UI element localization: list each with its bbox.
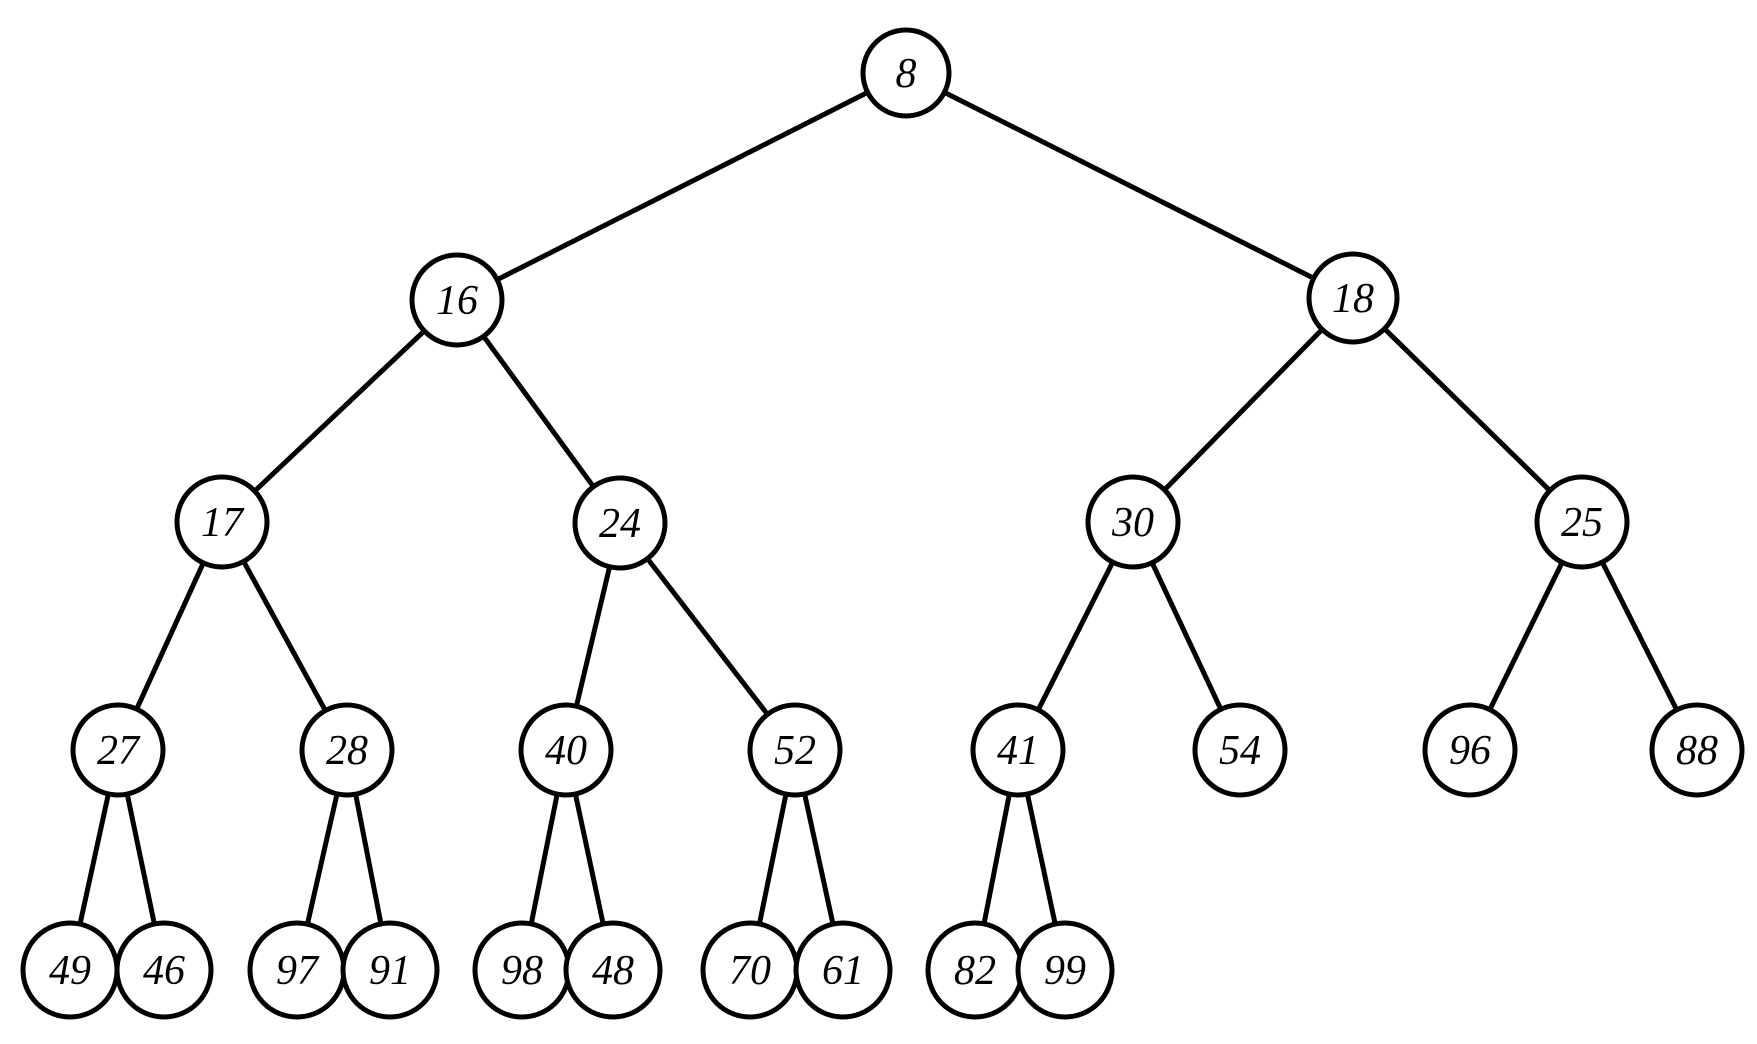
tree-node-99[interactable]: 99 xyxy=(1015,920,1115,1020)
tree-edge-16-17 xyxy=(252,328,427,494)
tree-node-27[interactable]: 27 xyxy=(70,702,166,798)
tree-node-52[interactable]: 52 xyxy=(747,702,843,798)
tree-edge-24-40 xyxy=(573,564,613,709)
tree-node-88[interactable]: 88 xyxy=(1649,702,1745,798)
tree-node-8[interactable]: 8 xyxy=(860,27,952,119)
node-circle-54 xyxy=(1192,702,1288,798)
tree-edge-30-54 xyxy=(1149,560,1224,712)
node-label-18: 18 xyxy=(1332,276,1374,322)
node-circle-28 xyxy=(299,702,395,798)
tree-node-30[interactable]: 30 xyxy=(1085,474,1181,570)
tree-node-41[interactable]: 41 xyxy=(970,702,1066,798)
node-circle-46 xyxy=(114,920,214,1020)
tree-node-98[interactable]: 98 xyxy=(472,920,572,1020)
tree-edge-25-96 xyxy=(1487,559,1565,713)
node-circle-8 xyxy=(860,27,952,119)
nodes-layer: 8 16 18 17 24 30 25 27 28 40 52 41 54 96 88 49 46 97 91 98 4… xyxy=(20,27,1745,1020)
node-label-8: 8 xyxy=(896,51,917,97)
tree-edge-17-28 xyxy=(241,558,328,714)
node-label-24: 24 xyxy=(599,501,641,547)
tree-node-49[interactable]: 49 xyxy=(20,920,120,1020)
tree-node-18[interactable]: 18 xyxy=(1306,251,1400,345)
node-circle-25 xyxy=(1534,474,1630,570)
node-circle-40 xyxy=(518,702,614,798)
tree-edge-8-18 xyxy=(941,89,1317,281)
tree-edge-40-98 xyxy=(528,791,560,927)
tree-edge-24-52 xyxy=(644,556,771,717)
node-label-91: 91 xyxy=(369,948,411,994)
tree-node-48[interactable]: 48 xyxy=(563,920,663,1020)
tree-node-70[interactable]: 70 xyxy=(700,920,800,1020)
tree-edge-41-82 xyxy=(981,791,1012,927)
tree-edge-18-25 xyxy=(1381,326,1553,494)
node-circle-18 xyxy=(1306,251,1400,345)
node-label-30: 30 xyxy=(1111,500,1154,546)
tree-node-25[interactable]: 25 xyxy=(1534,474,1630,570)
node-label-16: 16 xyxy=(436,278,478,324)
tree-edge-41-99 xyxy=(1024,791,1058,927)
tree-edge-28-91 xyxy=(353,791,384,927)
node-circle-16 xyxy=(409,252,505,348)
edges-layer xyxy=(77,89,1680,927)
tree-edge-27-46 xyxy=(124,791,157,927)
node-circle-27 xyxy=(70,702,166,798)
node-circle-52 xyxy=(747,702,843,798)
tree-node-28[interactable]: 28 xyxy=(299,702,395,798)
node-circle-24 xyxy=(572,475,668,571)
tree-edge-8-16 xyxy=(494,89,871,283)
node-label-41: 41 xyxy=(997,728,1039,774)
tree-node-91[interactable]: 91 xyxy=(340,920,440,1020)
tree-edge-40-48 xyxy=(572,791,606,927)
tree-edge-16-24 xyxy=(481,333,596,490)
node-label-28: 28 xyxy=(326,728,368,774)
node-circle-88 xyxy=(1649,702,1745,798)
node-circle-41 xyxy=(970,702,1066,798)
tree-node-96[interactable]: 96 xyxy=(1422,702,1518,798)
node-label-97: 97 xyxy=(276,948,320,994)
tree-edge-28-97 xyxy=(304,791,340,927)
node-circle-17 xyxy=(174,474,270,570)
tree-node-16[interactable]: 16 xyxy=(409,252,505,348)
node-circle-91 xyxy=(340,920,440,1020)
tree-node-24[interactable]: 24 xyxy=(572,475,668,571)
node-label-99: 99 xyxy=(1044,948,1086,994)
node-label-49: 49 xyxy=(49,948,91,994)
node-label-82: 82 xyxy=(954,948,996,994)
tree-edge-25-88 xyxy=(1599,559,1680,713)
node-label-27: 27 xyxy=(97,728,141,774)
tree-node-97[interactable]: 97 xyxy=(247,920,347,1020)
node-label-48: 48 xyxy=(592,948,634,994)
node-label-88: 88 xyxy=(1676,728,1718,774)
tree-edge-17-27 xyxy=(134,560,206,712)
node-label-96: 96 xyxy=(1449,728,1491,774)
node-label-46: 46 xyxy=(143,948,185,994)
node-label-40: 40 xyxy=(545,728,587,774)
node-circle-99 xyxy=(1015,920,1115,1020)
node-label-52: 52 xyxy=(774,728,816,774)
node-label-70: 70 xyxy=(729,948,771,994)
tree-node-61[interactable]: 61 xyxy=(793,920,893,1020)
node-label-61: 61 xyxy=(822,948,864,994)
tree-node-46[interactable]: 46 xyxy=(114,920,214,1020)
tree-node-40[interactable]: 40 xyxy=(518,702,614,798)
node-label-54: 54 xyxy=(1219,728,1261,774)
tree-node-82[interactable]: 82 xyxy=(925,920,1025,1020)
node-label-98: 98 xyxy=(501,948,543,994)
node-circle-61 xyxy=(793,920,893,1020)
node-circle-30 xyxy=(1085,474,1181,570)
tree-edge-52-70 xyxy=(756,791,789,927)
tree-edge-18-30 xyxy=(1162,326,1325,493)
tree-node-54[interactable]: 54 xyxy=(1192,702,1288,798)
tree-edge-27-49 xyxy=(77,791,111,927)
node-label-17: 17 xyxy=(201,500,245,546)
tree-edge-30-41 xyxy=(1035,559,1116,713)
node-circle-48 xyxy=(563,920,663,1020)
tree-edge-52-61 xyxy=(802,791,836,927)
node-circle-96 xyxy=(1422,702,1518,798)
tree-node-17[interactable]: 17 xyxy=(174,474,270,570)
node-label-25: 25 xyxy=(1561,500,1603,546)
